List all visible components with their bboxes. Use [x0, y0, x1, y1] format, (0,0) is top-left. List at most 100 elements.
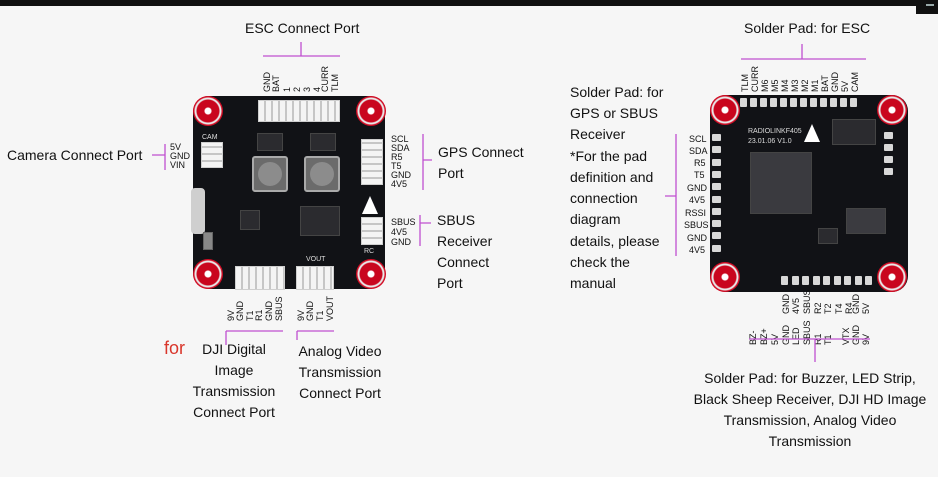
mcu-chip — [750, 152, 812, 214]
side-solder-pad — [712, 170, 721, 178]
sbus-connector — [361, 217, 383, 245]
esc-solder-pad — [830, 98, 837, 107]
gps-pad-title-10: manual — [570, 275, 616, 291]
gps-pad-pin-9: GND — [687, 233, 707, 243]
gps-pad-pin-5: GND — [687, 183, 707, 193]
analog-port-title-1: Analog Video — [298, 343, 382, 359]
camera-port-title: Camera Connect Port — [7, 147, 143, 163]
cam-pin-3: VIN — [170, 160, 186, 170]
gps-pad-title-6: connection — [570, 190, 638, 206]
esc-solder-pad — [800, 98, 807, 107]
dji-port-title-2: Image — [214, 362, 254, 378]
mount-hole-tl — [710, 95, 740, 125]
gps-pin-1: SCL — [391, 134, 409, 144]
gps-pad-pin-10: 4V5 — [689, 245, 706, 255]
side-solder-pad — [712, 183, 721, 191]
gps-pad-title-4: *For the pad — [570, 148, 648, 164]
gps-pad-title-8: details, please — [570, 233, 660, 249]
silk-cam: CAM — [202, 134, 218, 141]
camera-connector — [201, 142, 223, 168]
mount-hole-br — [356, 259, 386, 289]
sbus-port-title-2: Receiver — [437, 233, 493, 249]
sbus-pin-1: SBUS — [391, 217, 416, 227]
gps-pin-5: GND — [391, 170, 411, 180]
power-chip-2 — [310, 133, 336, 151]
board-date: 23.01.06 V1.0 — [748, 138, 792, 145]
silk-vout: VOUT — [306, 256, 326, 263]
mount-hole-tr — [877, 95, 907, 125]
esc-solder-pad — [780, 98, 787, 107]
right-solder-pad — [884, 156, 893, 163]
sbus-pin-2: 4V5 — [391, 227, 408, 237]
gps-pad-title-7: diagram — [570, 211, 621, 227]
silk-rc: RC — [364, 248, 375, 255]
gps-pad-pin-7: RSSI — [685, 208, 707, 218]
power-chip-1 — [257, 133, 283, 151]
gps-pad-title-2: GPS or SBUS — [570, 105, 658, 121]
gps-connector — [361, 139, 383, 185]
bottom-solder-pad — [854, 276, 862, 285]
gyro-chip — [846, 208, 886, 234]
analog-port-title-2: Transmission — [298, 364, 382, 380]
bottom-solder-pad — [823, 276, 830, 285]
gps-pad-pin-2: SDA — [689, 146, 708, 156]
mount-hole-bl — [193, 259, 223, 289]
mount-hole-br — [877, 262, 907, 292]
mount-hole-bl — [710, 262, 740, 292]
dji-port-title-3: Transmission — [192, 383, 276, 399]
esc-solder-pad — [820, 98, 827, 107]
small-chip — [240, 210, 260, 230]
right-solder-pad — [884, 168, 893, 175]
sbus-port-title-3: Connect — [437, 254, 490, 270]
bottom-pad-title-4: Transmission — [768, 433, 852, 449]
esc-pad-title: Solder Pad: for ESC — [744, 20, 871, 36]
gps-port-title-line2: Port — [438, 165, 464, 181]
left-fc-board — [193, 96, 385, 289]
usb-c-port — [191, 188, 205, 234]
esc-port-title: ESC Connect Port — [245, 20, 360, 36]
side-solder-pad — [712, 220, 721, 228]
cam-pin-2: GND — [170, 151, 190, 161]
bottom-pad-title-2: Black Sheep Receiver, DJI HD Image — [693, 391, 927, 407]
osd-chip — [832, 119, 876, 145]
gps-port-title-line1: GPS Connect — [438, 144, 524, 160]
sbus-pin-3: GND — [391, 237, 411, 247]
dji-connector — [235, 266, 285, 290]
window-corner-icon — [916, 0, 938, 14]
gps-pad-title-1: Solder Pad: for — [570, 84, 664, 100]
dji-port-title-4: Connect Port — [193, 404, 275, 420]
esc-solder-pad — [810, 98, 817, 107]
bottom-solder-pad — [865, 276, 872, 285]
side-solder-pad — [712, 146, 721, 154]
gps-pad-pin-1: SCL — [689, 134, 707, 144]
boot-button — [203, 232, 213, 250]
gps-pad-pin-6: 4V5 — [689, 195, 706, 205]
small-chip — [818, 228, 838, 244]
side-solder-pad — [712, 195, 721, 203]
mount-hole-tl — [193, 96, 223, 126]
dji-port-prefix: for — [164, 338, 186, 358]
bottom-solder-pad — [781, 276, 788, 285]
side-solder-pad — [712, 158, 721, 166]
cam-pin-1: 5V — [170, 142, 182, 152]
gps-pad-title-3: Receiver — [570, 126, 626, 142]
window-top-bar — [0, 0, 938, 6]
gps-pin-4: T5 — [391, 161, 402, 171]
right-solder-pad — [884, 144, 893, 151]
bottom-pad-title-1: Solder Pad: for Buzzer, LED Strip, — [704, 370, 916, 386]
gps-pad-title-5: definition and — [570, 169, 654, 185]
esc-solder-pad — [760, 98, 767, 107]
dji-port-title-1: DJI Digital — [202, 341, 266, 357]
esc-solder-pad — [850, 98, 857, 107]
inductor-1 — [252, 156, 288, 192]
bottom-pad-title-3: Transmission, Analog Video — [723, 412, 897, 428]
gps-pad-pin-8: SBUS — [684, 220, 709, 230]
osd-chip — [300, 206, 340, 236]
inductor-2 — [304, 156, 340, 192]
side-solder-pad — [712, 207, 721, 215]
esc-connector — [258, 100, 340, 122]
gps-pin-6: 4V5 — [391, 179, 408, 189]
esc-solder-pad — [770, 98, 777, 107]
bottom-solder-pad — [791, 276, 799, 285]
